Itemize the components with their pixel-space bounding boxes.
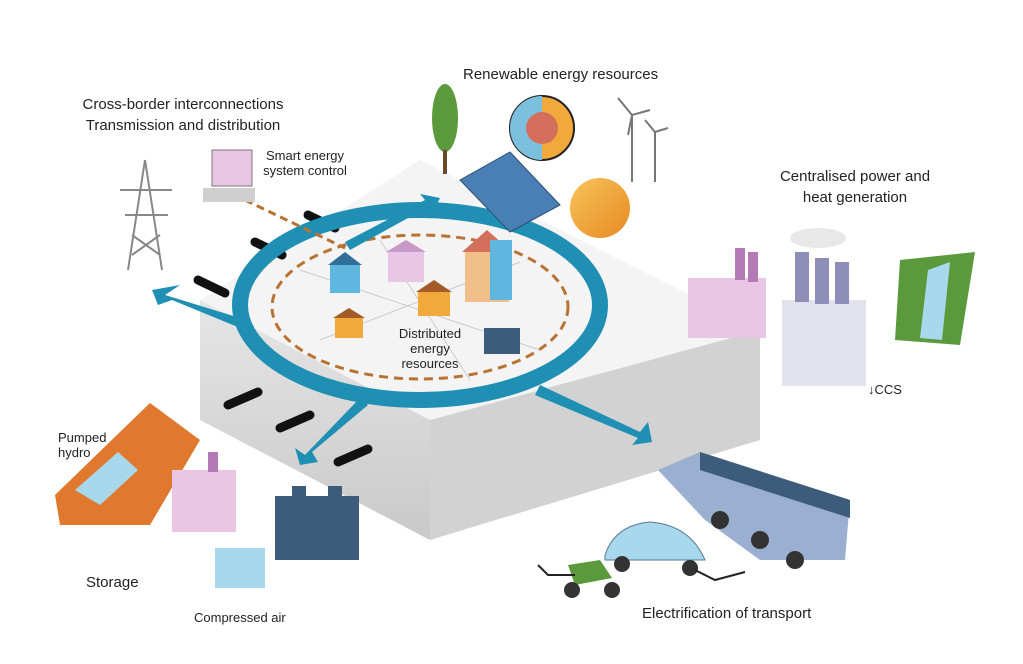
scooter-icon xyxy=(564,560,620,598)
centralised-line1: Centralised power and xyxy=(779,168,931,185)
centralised-line2: heat generation xyxy=(802,189,908,206)
crossborder-line2: Transmission and distribution xyxy=(85,117,281,134)
control-link xyxy=(244,198,346,250)
ccs-text: CCS xyxy=(874,382,902,397)
storage-label: Storage xyxy=(86,574,139,591)
renewable-label: Renewable energy resources xyxy=(463,66,659,83)
car-icon xyxy=(604,521,706,576)
transport-label: Electrification of transport xyxy=(642,605,812,622)
pumped-hydro-icon xyxy=(55,403,200,525)
flow-arrows xyxy=(152,194,652,465)
wind-turbine-icon xyxy=(617,97,669,182)
hydro-dam-icon xyxy=(895,252,975,345)
distributed-line2: energy xyxy=(410,341,450,356)
house-icon xyxy=(462,230,512,302)
smart-label: Smart energy system control xyxy=(250,148,360,178)
storage-building-icon xyxy=(172,452,265,588)
crossborder-line1: Cross-border interconnections xyxy=(82,96,284,113)
pylon-icon xyxy=(120,159,172,271)
distributed-line1: Distributed xyxy=(398,326,462,341)
globe-icon xyxy=(509,95,575,161)
house-icon xyxy=(416,280,452,316)
sun-icon xyxy=(570,178,630,238)
pumped-line1: Pumped xyxy=(58,430,107,445)
crossborder-label: Cross-border interconnections Transmissi… xyxy=(68,94,298,136)
charging-cables xyxy=(537,564,746,582)
house-icon xyxy=(386,240,426,282)
computer-icon xyxy=(203,149,255,202)
battery-icon xyxy=(275,486,359,560)
tree-icon xyxy=(432,84,458,174)
bus-icon xyxy=(658,452,850,569)
centralised-label: Centralised power and heat generation xyxy=(760,166,950,208)
house-icon xyxy=(328,252,362,293)
ccs-label: ↓CCS xyxy=(868,382,902,397)
compressed-air-label: Compressed air xyxy=(194,610,286,625)
smart-line1: Smart energy xyxy=(265,148,345,163)
distributed-line3: resources xyxy=(401,356,459,371)
house-icon xyxy=(333,308,365,338)
solar-panel-icon xyxy=(459,151,561,233)
pumped-line2: hydro xyxy=(58,445,91,460)
distributed-label: Distributed energy resources xyxy=(385,326,475,371)
pumped-label: Pumped hydro xyxy=(58,430,106,460)
house-icons xyxy=(328,230,520,354)
power-plant-icon xyxy=(688,228,866,386)
smart-line2: system control xyxy=(263,163,347,178)
battery-icon xyxy=(484,328,520,354)
